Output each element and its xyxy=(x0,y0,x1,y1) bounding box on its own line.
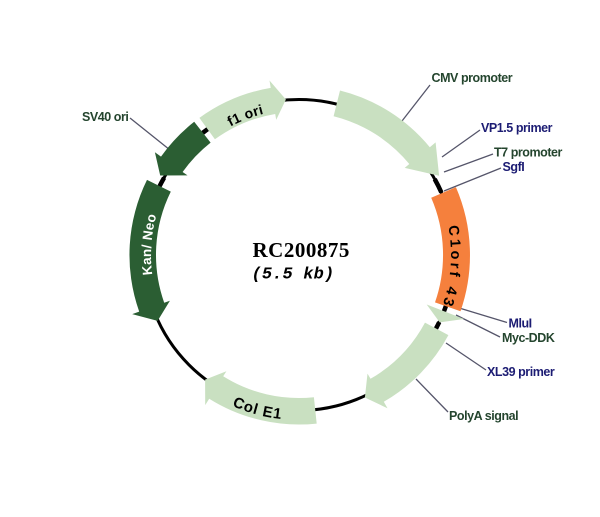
svg-text:(5.5 kb): (5.5 kb) xyxy=(252,266,335,285)
svg-text:XL39 primer: XL39 primer xyxy=(487,365,555,379)
svg-text:SgfI: SgfI xyxy=(503,160,525,174)
svg-text:CMV promoter: CMV promoter xyxy=(432,71,513,85)
svg-text:T7 promoter: T7 promoter xyxy=(494,146,563,160)
svg-text:SV40 ori: SV40 ori xyxy=(82,110,128,124)
svg-text:Myc-DDK: Myc-DDK xyxy=(502,331,555,345)
svg-text:RC200875: RC200875 xyxy=(253,238,350,262)
svg-text:MluI: MluI xyxy=(509,317,532,331)
svg-text:VP1.5 primer: VP1.5 primer xyxy=(481,121,553,135)
svg-text:PolyA signal: PolyA signal xyxy=(449,409,518,423)
